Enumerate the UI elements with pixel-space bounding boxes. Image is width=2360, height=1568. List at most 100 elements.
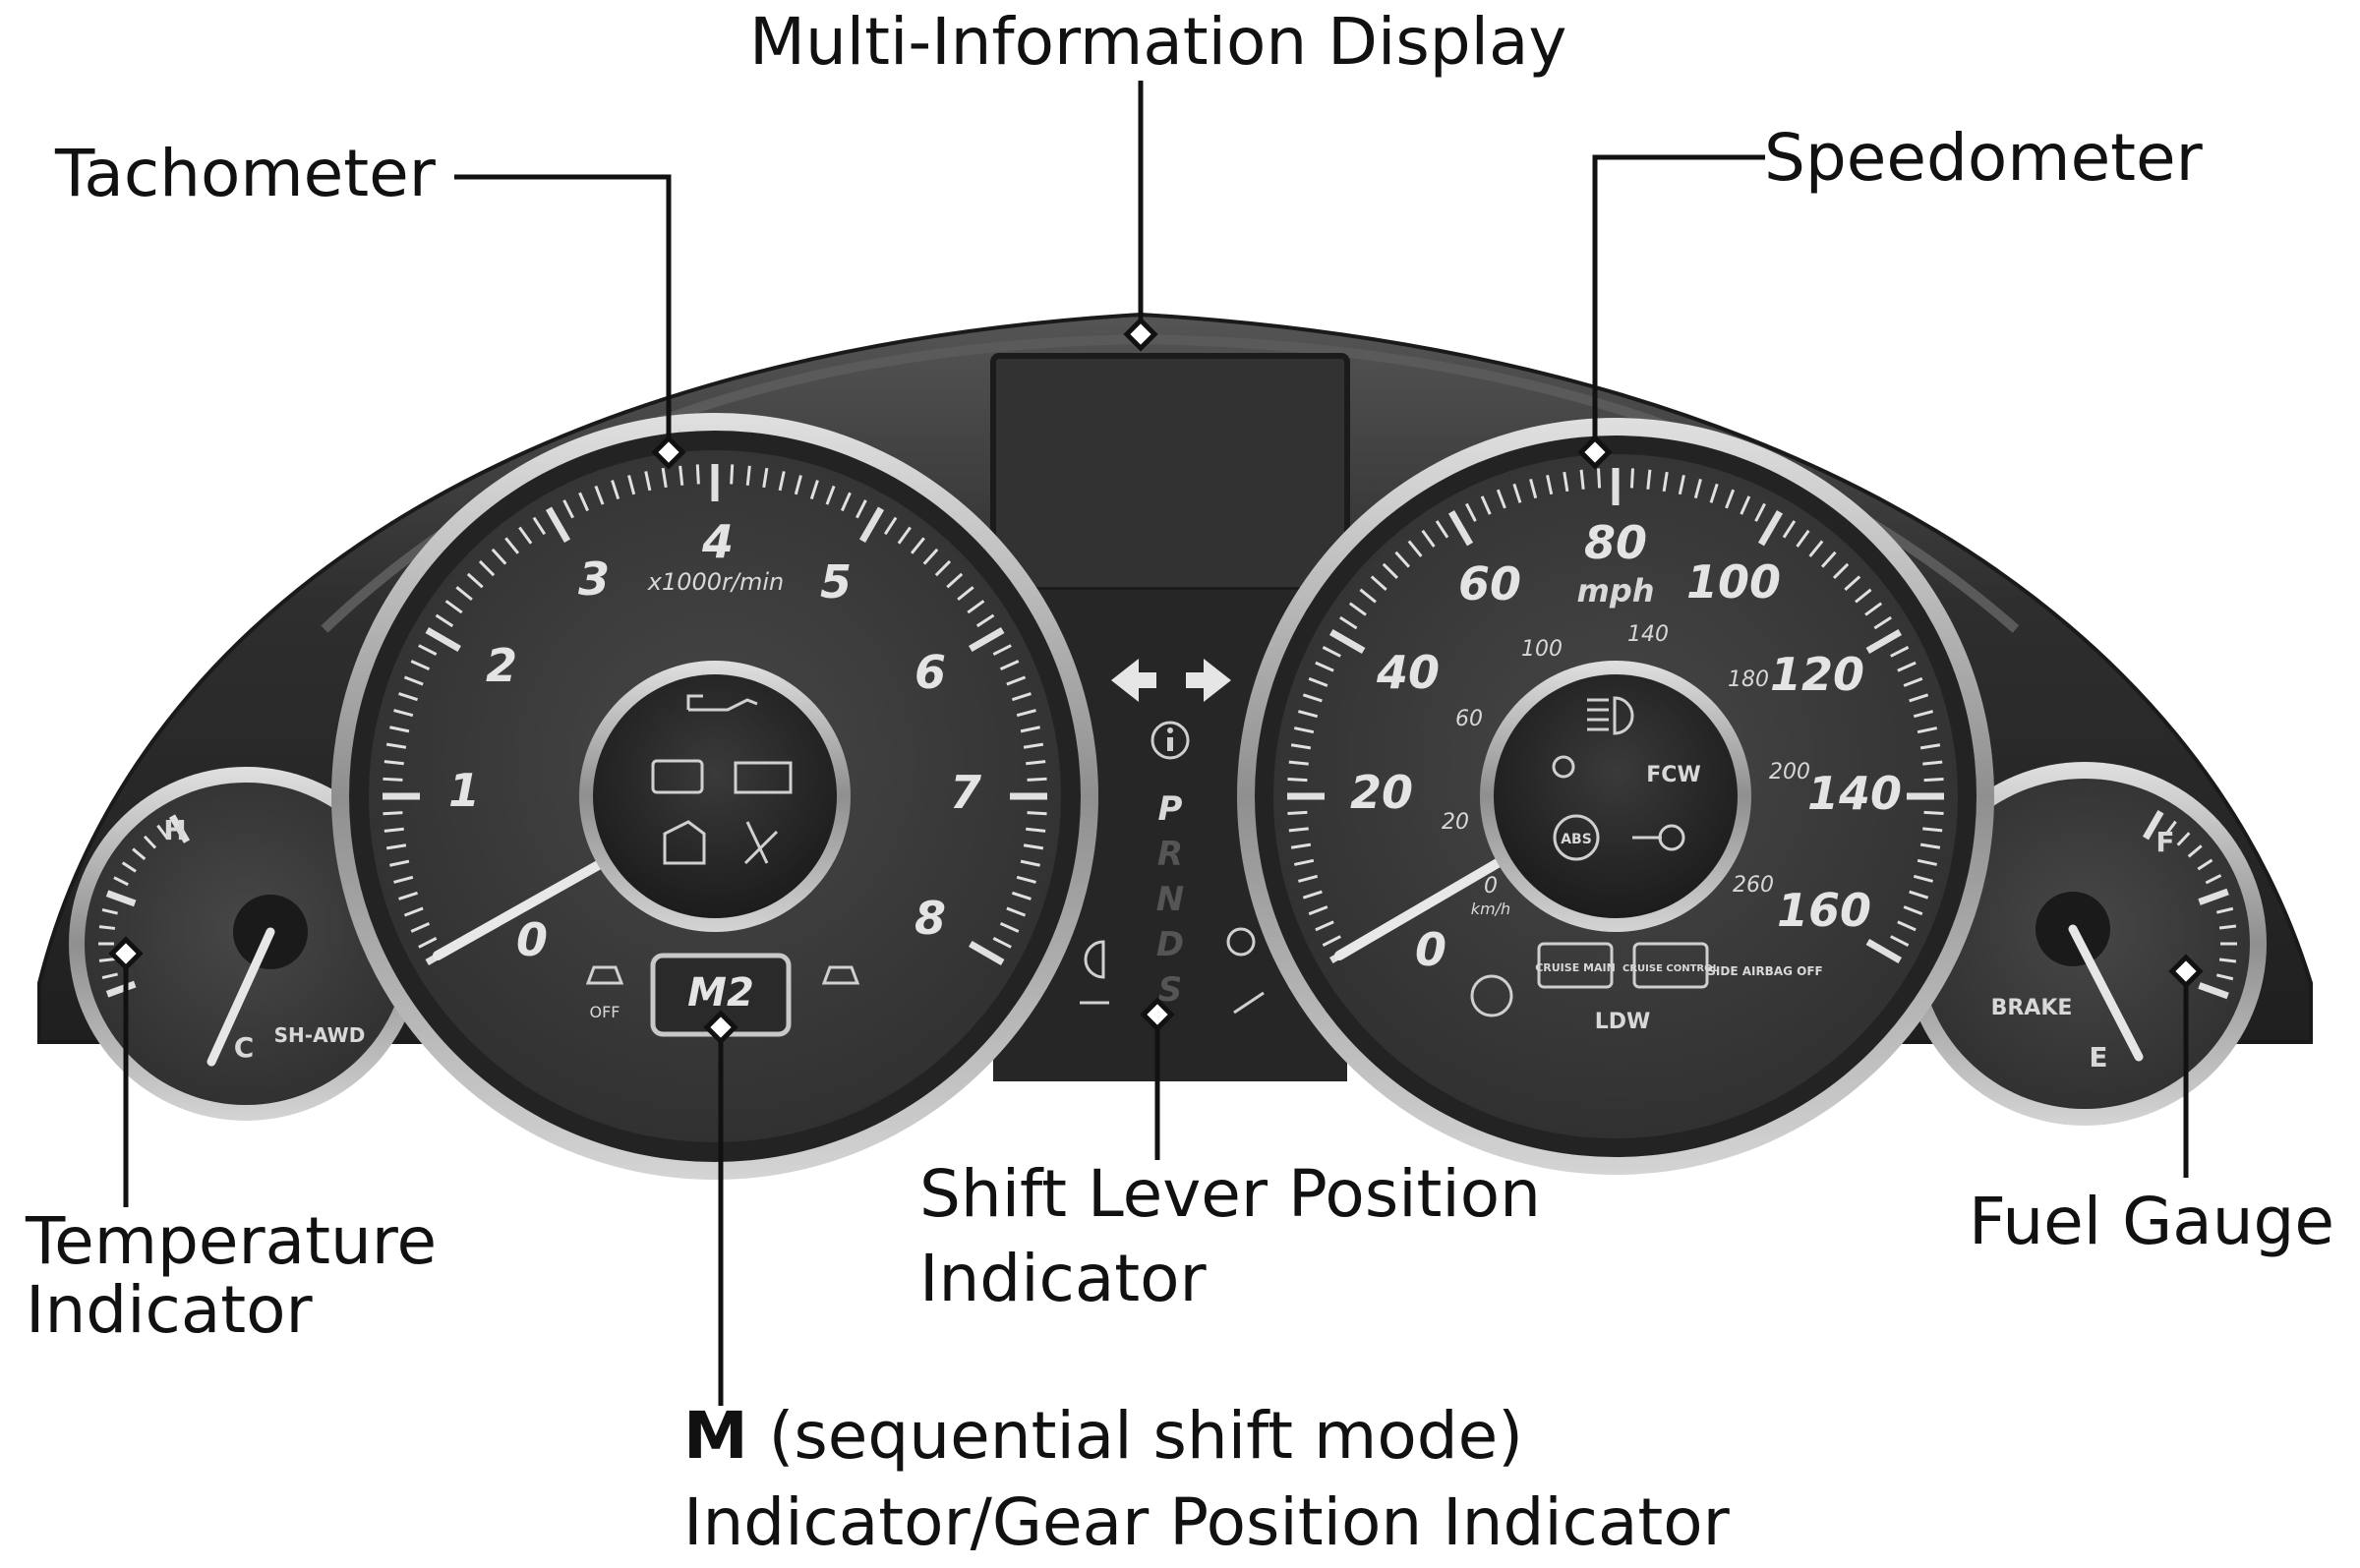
- speed-tick: [1796, 529, 1810, 548]
- tach-tick: [398, 891, 419, 900]
- speed-tick: [1890, 935, 1910, 947]
- temp-hot-letter: H: [163, 814, 186, 846]
- tach-tick: [778, 471, 786, 492]
- label-tachometer: Tachometer: [55, 136, 436, 211]
- tach-tick: [1011, 891, 1032, 900]
- speed-tick: [1382, 562, 1399, 580]
- tach-tick: [1027, 811, 1047, 816]
- speedometer-indicator-texts: FCW ABS CRUISE MAIN CRUISE CONTROL SIDE …: [1470, 763, 1823, 1034]
- tach-tick: [1026, 827, 1046, 833]
- small-gauge-texts: H C SH-AWD F E BRAKE: [163, 814, 2174, 1074]
- speed-tick: [1407, 540, 1423, 557]
- tach-tick: [504, 537, 520, 554]
- tach-tick: [1006, 675, 1027, 686]
- tach-tick: [794, 475, 802, 495]
- fog-light-icon: [1084, 940, 1105, 979]
- tach-tick: [1011, 692, 1032, 702]
- label-shift-lever-line1: Shift Lever Position: [919, 1156, 1541, 1232]
- tach-tick: [1016, 709, 1036, 718]
- label-temperature-indicator-line2: Indicator: [26, 1272, 313, 1348]
- fuel-tick: [2215, 906, 2234, 914]
- speed-tick: [1865, 628, 1903, 655]
- fuel-tick: [2142, 810, 2164, 841]
- indicator-light-icon: [1226, 927, 1256, 957]
- speed-tick: [1480, 495, 1492, 515]
- fuel-tick: [2198, 888, 2229, 905]
- tach-tick: [1026, 760, 1046, 766]
- tach-off-text: OFF: [590, 1003, 620, 1021]
- speed-tick: [1662, 471, 1669, 493]
- seatbelt-icon: [743, 821, 779, 865]
- tach-tick: [398, 692, 419, 702]
- cruise-control-text: CRUISE CONTROL: [1622, 963, 1720, 974]
- multi-information-display-screen: [990, 353, 1350, 593]
- speed-tick: [1465, 502, 1477, 522]
- label-speedometer: Speedometer: [1764, 120, 2203, 196]
- battery-icon: [734, 761, 793, 794]
- speed-tick: [1297, 874, 1319, 883]
- speed-tick: [1725, 489, 1736, 509]
- tach-tick: [594, 485, 605, 505]
- speed-unit-mph: mph: [1576, 572, 1654, 610]
- tach-tick: [384, 827, 404, 833]
- fuel-tick: [2198, 982, 2229, 1000]
- speedometer-needle: [1334, 848, 1519, 960]
- immobilizer-key-icon: [1632, 824, 1685, 851]
- temp-tick: [143, 835, 157, 849]
- tach-tick: [478, 559, 496, 577]
- shift-p: P: [1158, 789, 1183, 829]
- tach-tick: [418, 937, 438, 949]
- tach-tick: [1027, 777, 1047, 782]
- gear-position-display: M2: [687, 970, 754, 1016]
- tachometer-needle: [433, 858, 607, 960]
- speed-number-100: 100: [1686, 555, 1781, 609]
- security-icon: [1233, 991, 1265, 1015]
- speed-tick: [1923, 778, 1944, 783]
- speed-tick: [1512, 483, 1522, 503]
- tach-tick: [883, 516, 898, 536]
- tach-tick: [393, 709, 414, 718]
- speedometer-dial: [1237, 418, 1994, 1175]
- tach-tick: [1023, 843, 1044, 850]
- speed-tick: [1919, 842, 1941, 849]
- tach-tick: [957, 586, 974, 602]
- speed-tick: [1709, 483, 1719, 503]
- tachometer-numbers: 0 1 2 3 4 5 6 7 8 x1000r/min M2 OFF: [448, 515, 981, 1021]
- tach-tick: [975, 613, 995, 628]
- tach-tick: [425, 626, 461, 653]
- speed-tick: [1922, 760, 1943, 766]
- speed-tick: [1293, 726, 1315, 734]
- leader-speedometer: [1592, 154, 1765, 452]
- abs-text: ABS: [1561, 832, 1592, 847]
- tach-tick: [578, 492, 590, 512]
- speed-number-140: 140: [1807, 767, 1902, 820]
- speed-number-20: 20: [1350, 766, 1413, 819]
- label-fuel-gauge: Fuel Gauge: [1969, 1184, 2335, 1259]
- fuel-tick: [2218, 958, 2237, 963]
- speed-tick: [1913, 710, 1934, 719]
- speed-tick: [1873, 615, 1892, 630]
- tach-tick: [910, 537, 925, 554]
- tach-tick: [384, 760, 404, 766]
- temp-tick: [121, 861, 137, 873]
- shift-d: D: [1156, 925, 1184, 964]
- speed-number-120: 120: [1770, 648, 1864, 701]
- speed-tick: [1435, 520, 1449, 539]
- speed-tick: [1315, 920, 1334, 932]
- speed-tick: [1909, 693, 1929, 703]
- speed-tick: [1348, 602, 1367, 616]
- speed-tick: [1546, 474, 1554, 495]
- speed-tick: [1290, 842, 1312, 849]
- speed-tick: [1629, 468, 1634, 489]
- speed-tick: [1328, 628, 1366, 655]
- shift-r: R: [1157, 835, 1183, 874]
- kmh-180: 180: [1728, 668, 1769, 692]
- speed-number-80: 80: [1584, 516, 1647, 569]
- speed-tick: [1529, 478, 1538, 499]
- temp-tick: [105, 980, 137, 998]
- speed-number-60: 60: [1458, 557, 1521, 610]
- tach-tick: [383, 777, 403, 782]
- tach-tick: [1006, 906, 1027, 917]
